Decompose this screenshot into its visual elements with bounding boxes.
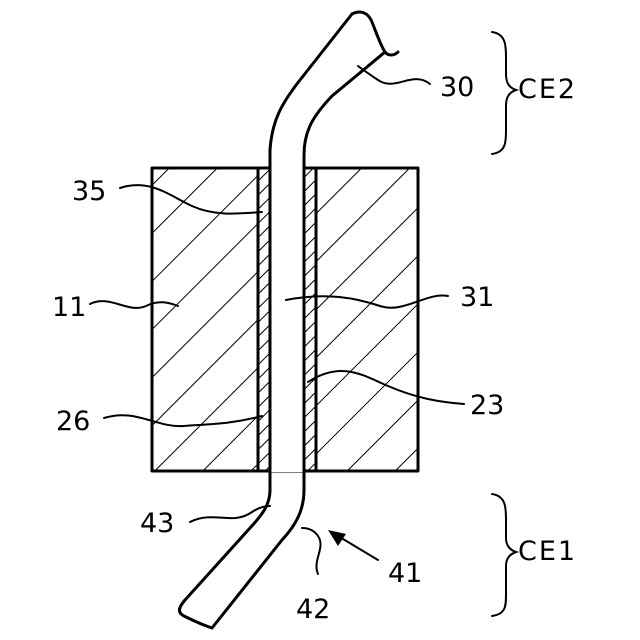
label-23: 23 [470,390,504,421]
label-ce1: CE1 [518,536,577,567]
label-41: 41 [388,558,422,589]
arrow-41-head [328,530,346,546]
leader-42 [302,528,321,574]
label-26: 26 [56,406,90,437]
label-42: 42 [296,594,330,625]
brace-ce1 [492,494,516,616]
label-35: 35 [72,176,106,207]
label-31: 31 [460,282,494,313]
label-30: 30 [440,72,474,103]
leader-30 [358,66,430,84]
label-43: 43 [140,508,174,539]
arrow-41 [338,536,378,560]
brace-ce2 [492,32,516,154]
label-ce2: CE2 [518,74,577,105]
label-11: 11 [52,292,86,323]
